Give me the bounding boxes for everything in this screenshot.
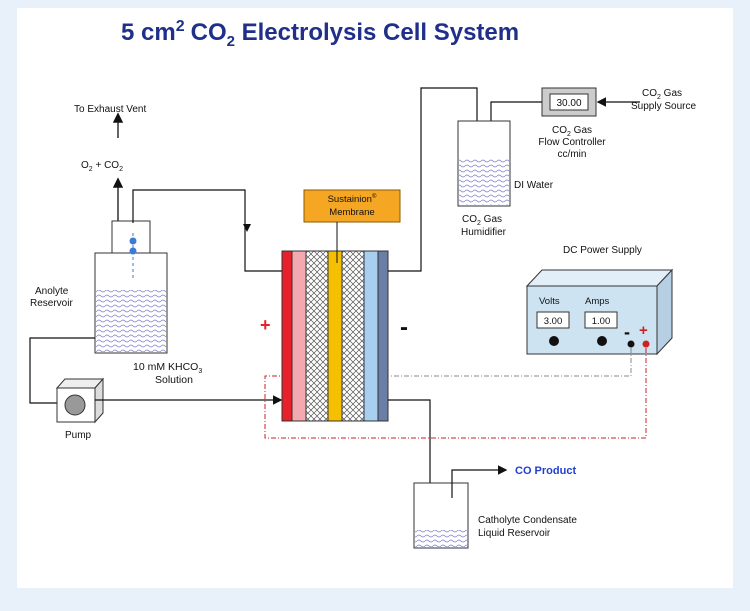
electrolysis-cell — [281, 250, 389, 422]
pump-rotor — [64, 394, 86, 416]
positive-terminal — [642, 340, 650, 348]
gas-supply-label-1: CO2 Gas — [642, 88, 682, 101]
anolyte-label-1: Anolyte — [35, 286, 69, 297]
flow-controller-label-2: Flow Controller — [538, 137, 606, 148]
cathode-plate — [377, 250, 389, 422]
humidifier-label-1: CO2 Gas — [462, 214, 502, 227]
psu-plus-sign: + — [639, 322, 648, 339]
psu-minus-sign: - — [624, 322, 630, 342]
amps-display — [584, 311, 618, 329]
humidifier-label-2: Humidifier — [461, 227, 507, 238]
catholyte-liquid — [415, 530, 467, 547]
cathode-gdl — [341, 250, 365, 422]
flow-controller-label-1: CO2 Gas — [552, 125, 592, 138]
negative-terminal — [627, 340, 635, 348]
volts-knob — [549, 336, 559, 346]
volts-label: Volts — [539, 296, 560, 307]
amps-knob — [597, 336, 607, 346]
gas-supply-label-2: Supply Source — [631, 101, 696, 112]
anolyte-outlet-tube — [132, 189, 282, 272]
catholyte-label-1: Catholyte Condensate — [478, 515, 577, 526]
anode-plate — [281, 250, 293, 422]
co-product-label: CO Product — [515, 465, 576, 477]
solution-label-2: Solution — [155, 374, 193, 386]
bubble-1 — [129, 237, 137, 245]
anode-gdl — [305, 250, 329, 422]
membrane-layer — [327, 250, 343, 422]
positive-wire — [264, 348, 647, 439]
exhaust-label: To Exhaust Vent — [74, 104, 146, 115]
o2-co2-label: O2 + CO2 — [81, 160, 123, 173]
dc-power-supply-title: DC Power Supply — [563, 245, 642, 256]
membrane-label-1: Sustainion® — [328, 193, 377, 205]
flow-controller-label-3: cc/min — [558, 149, 587, 160]
humidifier-water — [459, 158, 509, 205]
cathode-flow-field — [363, 250, 379, 422]
volts-display — [536, 311, 570, 329]
negative-wire — [388, 348, 632, 377]
volts-value: 3.00 — [544, 316, 563, 327]
flow-controller-value: 30.00 — [556, 98, 581, 109]
cathode-outlet-tube — [388, 399, 435, 511]
co-product-tube — [451, 465, 508, 498]
anolyte-label-2: Reservoir — [30, 298, 73, 309]
reservoir-pump-tube — [29, 337, 95, 404]
membrane-label-box — [303, 189, 401, 223]
amps-label: Amps — [585, 296, 610, 307]
anolyte-liquid — [96, 290, 166, 352]
anode-plus-sign: + — [260, 315, 271, 335]
amps-value: 1.00 — [592, 316, 611, 327]
flow-controller-display — [549, 93, 589, 111]
cathode-minus-sign: - — [400, 314, 408, 341]
pump-label: Pump — [65, 430, 92, 441]
anode-flow-field — [291, 250, 307, 422]
solution-label-1: 10 mM KHCO3 — [133, 361, 202, 375]
membrane-label-2: Membrane — [329, 207, 374, 218]
psu-top — [525, 269, 674, 287]
humidified-gas-tube — [388, 87, 478, 272]
reservoir-neck — [111, 220, 151, 254]
bubble-2 — [129, 247, 137, 255]
catholyte-label-2: Liquid Reservoir — [478, 528, 551, 539]
di-water-label: DI Water — [514, 180, 554, 191]
